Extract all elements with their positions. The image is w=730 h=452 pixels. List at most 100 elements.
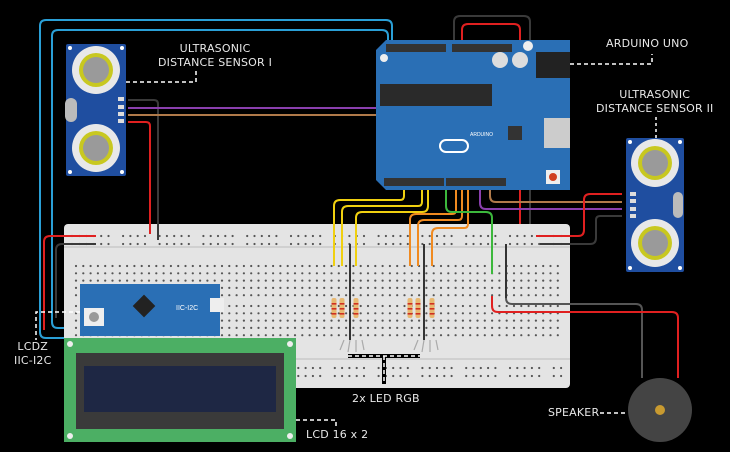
breadboard-hole xyxy=(534,334,538,337)
breadboard-hole xyxy=(352,326,355,329)
breadboard-hole xyxy=(147,272,151,275)
breadboard-hole xyxy=(191,279,194,282)
breadboard-hole xyxy=(147,279,151,282)
breadboard-hole xyxy=(74,294,78,297)
resistor-band xyxy=(429,303,435,305)
breadboard-hole xyxy=(345,286,348,289)
breadboard-hole xyxy=(552,374,555,378)
breadboard-hole xyxy=(330,334,333,337)
breadboard-hole xyxy=(177,264,180,268)
breadboard-hole xyxy=(461,279,464,282)
breadboard-hole xyxy=(381,304,384,308)
breadboard-hole xyxy=(304,242,307,246)
breadboard-hole xyxy=(308,334,311,337)
breadboard-hole xyxy=(286,264,289,268)
wire-black-s2 xyxy=(540,215,622,245)
i2c-module: IIC-I2C xyxy=(80,284,224,336)
breadboard-hole xyxy=(311,374,314,378)
breadboard-hole xyxy=(381,279,384,282)
breadboard-hole xyxy=(220,312,224,315)
breadboard-hole xyxy=(439,334,443,337)
breadboard-hole xyxy=(454,319,457,322)
breadboard-hole xyxy=(374,272,377,275)
breadboard-hole xyxy=(235,286,238,289)
breadboard-hole xyxy=(435,234,439,238)
breadboard-hole xyxy=(472,242,475,246)
breadboard-hole xyxy=(348,366,351,370)
breadboard-hole xyxy=(213,279,216,282)
breadboard-hole xyxy=(250,272,253,275)
breadboard-hole xyxy=(381,312,384,315)
breadboard-hole xyxy=(202,242,205,246)
breadboard-hole xyxy=(155,272,158,275)
breadboard-hole xyxy=(374,319,377,322)
breadboard-hole xyxy=(224,234,227,238)
breadboard-hole xyxy=(323,272,326,275)
breadboard-hole xyxy=(162,279,165,282)
breadboard-hole xyxy=(377,242,380,246)
breadboard-hole xyxy=(461,286,464,289)
breadboard-hole xyxy=(384,234,387,238)
breadboard-hole xyxy=(206,264,209,268)
breadboard-hole xyxy=(315,334,318,337)
breadboard-hole xyxy=(315,312,318,315)
breadboard-hole xyxy=(126,264,129,268)
breadboard-hole xyxy=(264,326,267,329)
breadboard-hole xyxy=(483,326,486,329)
breadboard-hole xyxy=(275,242,278,246)
breadboard-hole xyxy=(520,304,523,308)
breadboard-hole xyxy=(323,312,326,315)
breadboard-hole xyxy=(374,264,377,268)
breadboard-hole xyxy=(250,304,253,308)
breadboard-hole xyxy=(220,279,224,282)
breadboard-hole xyxy=(498,334,501,337)
breadboard-hole xyxy=(527,334,530,337)
breadboard-hole xyxy=(472,234,475,238)
breadboard-hole xyxy=(304,234,307,238)
breadboard-hole xyxy=(345,319,348,322)
breadboard-hole xyxy=(505,304,508,308)
wire-red-power xyxy=(461,23,521,236)
breadboard-hole xyxy=(374,312,377,315)
breadboard-hole xyxy=(74,326,78,329)
breadboard-hole xyxy=(337,326,340,329)
breadboard-hole xyxy=(220,334,224,337)
breadboard-hole xyxy=(352,264,355,268)
breadboard-hole xyxy=(418,279,421,282)
breadboard-hole xyxy=(410,286,413,289)
breadboard-hole xyxy=(319,242,322,246)
breadboard-hole xyxy=(293,326,297,329)
breadboard-hole xyxy=(366,286,370,289)
breadboard-hole xyxy=(381,272,384,275)
breadboard-hole xyxy=(454,312,457,315)
breadboard-hole xyxy=(228,286,231,289)
breadboard-hole xyxy=(396,334,399,337)
breadboard-hole xyxy=(556,294,559,297)
breadboard-hole xyxy=(527,279,530,282)
breadboard-hole xyxy=(447,312,450,315)
breadboard-hole xyxy=(293,312,297,315)
breadboard-hole xyxy=(491,319,494,322)
breadboard-hole xyxy=(257,286,260,289)
wire-orange-3 xyxy=(431,178,469,266)
breadboard-hole xyxy=(465,234,468,238)
breadboard-hole xyxy=(293,279,297,282)
breadboard-hole xyxy=(512,304,516,308)
breadboard-hole xyxy=(297,242,300,246)
resistor-band xyxy=(353,313,359,315)
breadboard-hole xyxy=(330,286,333,289)
breadboard-hole xyxy=(516,242,519,246)
breadboard-hole xyxy=(483,286,486,289)
breadboard-hole xyxy=(421,374,424,378)
breadboard-hole xyxy=(143,242,147,246)
breadboard-hole xyxy=(556,272,559,275)
wire-yellow-2 xyxy=(341,178,423,266)
resistor-band xyxy=(339,303,345,305)
breadboard-hole xyxy=(289,242,293,246)
breadboard-hole xyxy=(366,304,370,308)
breadboard-hole xyxy=(100,234,103,238)
breadboard-hole xyxy=(556,334,559,337)
breadboard-hole xyxy=(235,272,238,275)
